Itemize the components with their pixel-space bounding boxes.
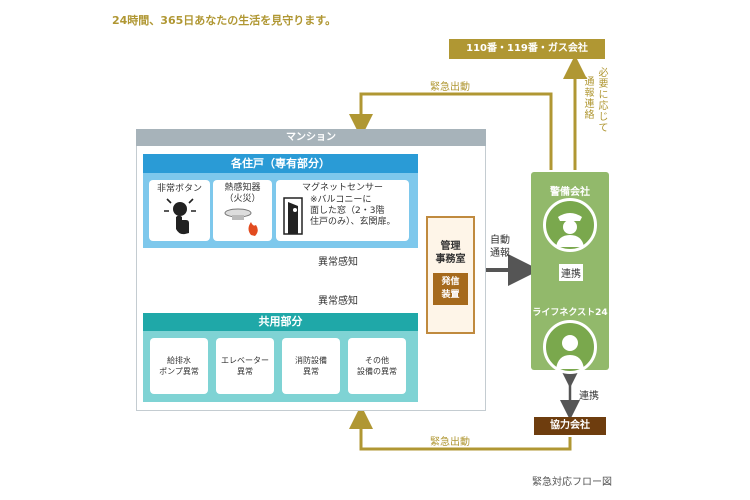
heat-sensor-card: 熱感知器 （火災） <box>213 180 272 241</box>
management-office-label: 管理 事務室 <box>435 241 466 265</box>
security-guard-avatar <box>543 198 597 252</box>
pump-anomaly-card: 給排水 ポンプ異常 <box>150 338 208 394</box>
cooperation-bottom-label: 連携 <box>579 391 599 402</box>
staff-icon <box>556 335 584 369</box>
common-section-title: 共用部分 <box>143 313 418 331</box>
emergency-dispatch-bottom-label: 緊急出動 <box>430 437 470 448</box>
as-needed-label: 必要に応じて <box>596 67 607 133</box>
partner-company-box: 協力会社 <box>534 417 606 435</box>
life-next-label: ライフネクスト24 <box>532 308 608 318</box>
security-company-label: 警備会社 <box>550 187 590 198</box>
other-equipment-anomaly-card: その他 設備の異常 <box>348 338 406 394</box>
emergency-button-icon <box>164 198 196 235</box>
anomaly-label-1: 異常感知 <box>318 257 358 268</box>
report-contact-label: 通報連絡 <box>582 76 593 120</box>
police-fire-gas-box: 110番・119番・ガス会社 <box>449 39 605 59</box>
life-next-avatar <box>543 320 597 374</box>
mansion-title: マンション <box>136 129 486 146</box>
guard-icon <box>556 213 584 247</box>
emergency-dispatch-top-label: 緊急出動 <box>430 82 470 93</box>
emergency-dispatch-top-arrow <box>349 92 553 170</box>
emergency-dispatch-bottom-arrow <box>349 405 572 451</box>
auto-report-label: 自動 通報 <box>490 235 510 259</box>
magnet-sensor-note: ※バルコニーに 面した窓（2・3階 住戸のみ）、玄関扉。 <box>310 195 396 227</box>
heat-sensor-icon <box>224 208 258 236</box>
heat-sensor-label: 熱感知器 （火災） <box>224 183 261 204</box>
emergency-button-card: 非常ボタン <box>149 180 210 241</box>
transmitter-box: 発信 装置 <box>433 273 468 305</box>
emergency-button-label: 非常ボタン <box>156 184 202 194</box>
magnet-sensor-title: マグネットセンサー <box>301 183 383 193</box>
private-section-title: 各住戸（専有部分） <box>143 154 418 173</box>
cooperation-mid-label: 連携 <box>559 264 583 281</box>
tagline: 24時間、365日あなたの生活を見守ります。 <box>112 14 337 27</box>
figure-caption: 緊急対応フロー図 <box>532 477 612 488</box>
elevator-anomaly-card: エレベーター 異常 <box>216 338 274 394</box>
door-icon <box>283 197 303 235</box>
anomaly-label-2: 異常感知 <box>318 296 358 307</box>
fire-equipment-anomaly-card: 消防設備 異常 <box>282 338 340 394</box>
magnet-sensor-card: マグネットセンサー ※バルコニーに 面した窓（2・3階 住戸のみ）、玄関扉。 <box>276 180 409 241</box>
